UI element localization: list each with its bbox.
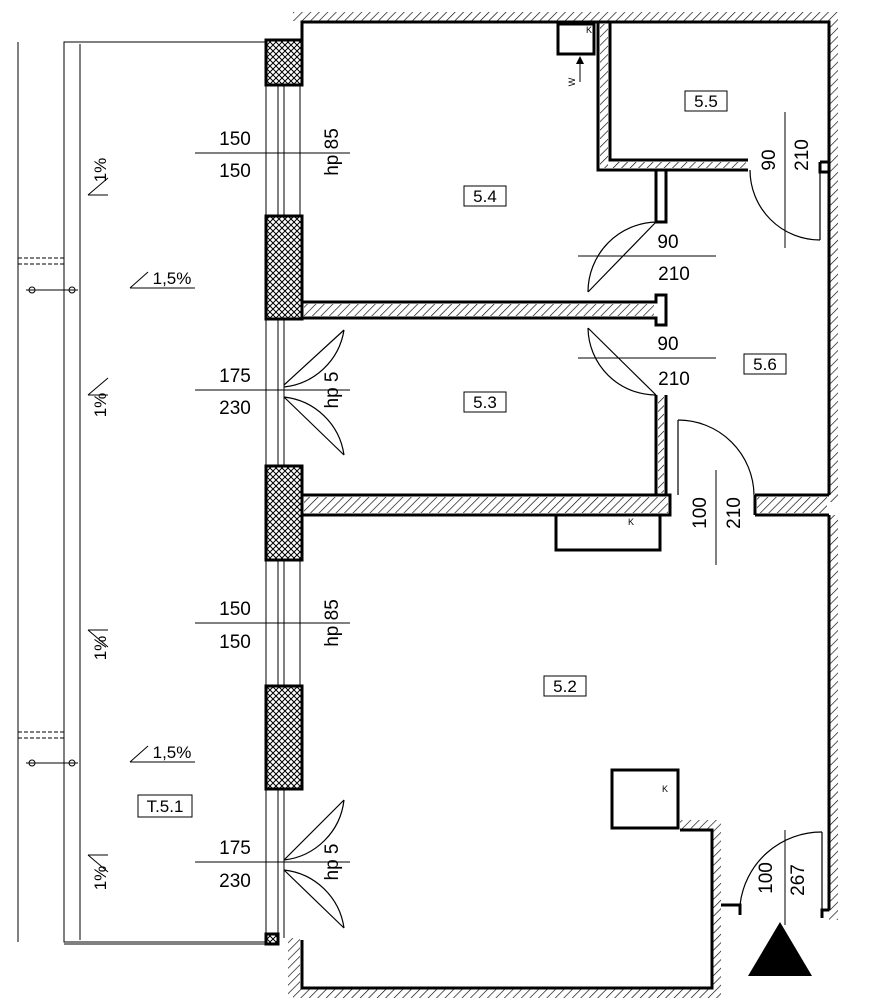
door-width: 90 (759, 149, 780, 170)
window-parapet: hp 5 (322, 844, 343, 881)
slope-label: 1% (91, 636, 110, 661)
door-height: 210 (658, 369, 690, 390)
cabinets (554, 22, 680, 830)
door-width: 90 (657, 334, 678, 355)
door-height: 210 (658, 264, 690, 285)
dimension-lines (195, 112, 786, 925)
window-height: 230 (219, 871, 251, 892)
slope-label: 1,5% (153, 743, 192, 762)
arrow-w-head (576, 56, 584, 64)
markers: K K K W (567, 25, 668, 794)
door-width: 100 (756, 862, 777, 894)
door-dimensions: 90 210 90 210 90 210 100 210 100 267 (657, 139, 813, 896)
door-height: 210 (724, 497, 745, 529)
room-label: 5.2 (553, 677, 577, 696)
shaft-top (556, 22, 596, 56)
marker-k: K (662, 784, 668, 794)
room-labels: 5.4 5.5 5.3 5.6 5.2 T.5.1 (147, 92, 777, 816)
entrance-triangle (748, 922, 812, 976)
terrace-label: T.5.1 (147, 797, 184, 816)
terrace (17, 41, 267, 945)
slope-labels: 1% 1% 1% 1% 1,5% 1,5% (91, 158, 191, 891)
marker-k: K (628, 517, 634, 527)
door-width: 100 (690, 497, 711, 529)
door-width: 90 (657, 232, 678, 253)
window-dimensions: 150 150 hp 85 175 230 hp 5 150 150 hp 85… (219, 128, 343, 892)
slope-label: 1% (91, 866, 110, 891)
door-height: 210 (792, 139, 813, 171)
room-label-boxes (137, 90, 787, 818)
partition-hatch (304, 24, 827, 513)
wall-outlines (300, 20, 831, 990)
window-height: 230 (219, 398, 251, 419)
window-width: 150 (219, 599, 251, 620)
window-width: 175 (219, 838, 251, 859)
room-label: 5.6 (753, 355, 777, 374)
window-width: 175 (219, 366, 251, 387)
window-parapet: hp 5 (322, 372, 343, 409)
marker-k: K (586, 25, 592, 35)
window-width: 150 (219, 129, 251, 150)
slope-label: 1% (91, 393, 110, 418)
slope-label: 1% (91, 158, 110, 183)
window-parapet: hp 85 (322, 599, 343, 647)
door-height: 267 (788, 864, 809, 896)
window-height: 150 (219, 632, 251, 653)
room-label: 5.3 (473, 393, 497, 412)
window-height: 150 (219, 161, 251, 182)
door-swings (283, 169, 823, 929)
exterior-walls (288, 12, 838, 998)
room-label: 5.4 (473, 187, 497, 206)
marker-w: W (567, 77, 577, 86)
room-label: 5.5 (694, 92, 718, 111)
slope-label: 1,5% (153, 269, 192, 288)
window-parapet: hp 85 (322, 128, 343, 176)
